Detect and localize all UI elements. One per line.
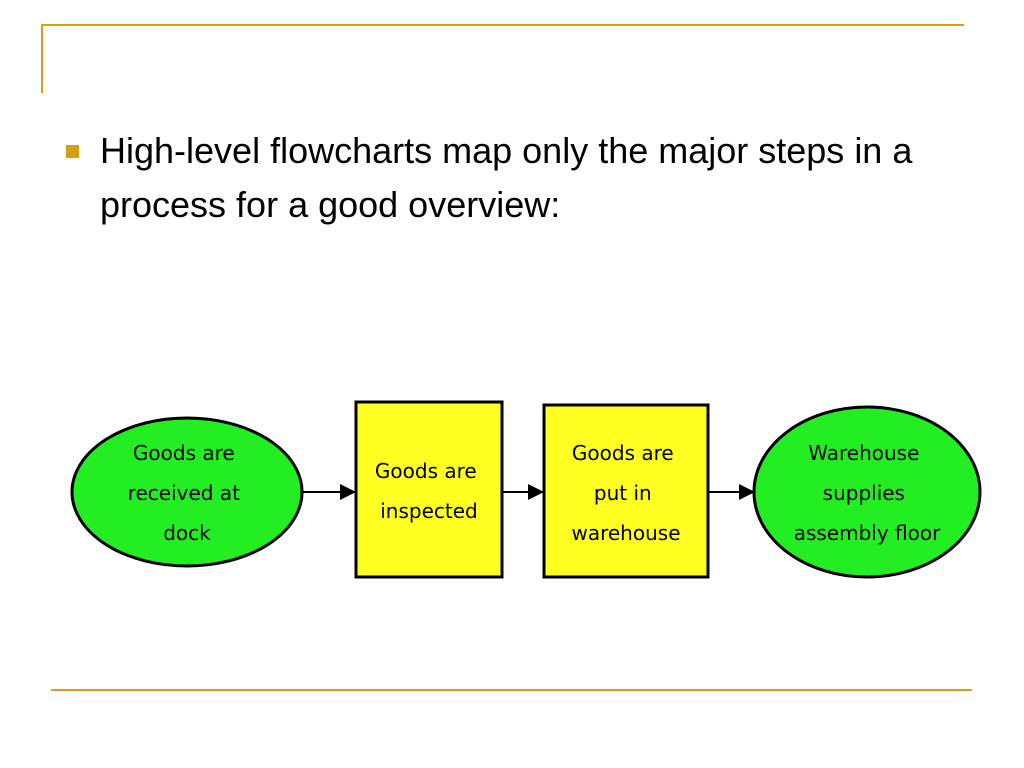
node-goods-warehoused: Goods are put in warehouse bbox=[542, 403, 710, 579]
node-warehouse-supplies-label: Warehouse supplies assembly floor bbox=[794, 441, 941, 545]
node-goods-received-label: Goods are received at dock bbox=[128, 441, 247, 545]
node-goods-inspected-shape bbox=[354, 400, 504, 579]
node-goods-warehoused-label: Goods are put in warehouse bbox=[571, 441, 680, 545]
node-goods-inspected-label: Goods are inspected bbox=[375, 459, 483, 523]
node-goods-warehoused-line-3: warehouse bbox=[571, 521, 680, 545]
node-goods-warehoused-line-1: Goods are bbox=[572, 441, 674, 465]
node-goods-received-shape bbox=[70, 416, 304, 568]
node-goods-inspected: Goods are inspected bbox=[354, 400, 504, 579]
connector-2 bbox=[502, 484, 544, 500]
node-warehouse-supplies-line-2: supplies bbox=[823, 481, 905, 505]
node-goods-inspected-line-2: inspected bbox=[380, 499, 478, 523]
connector-3 bbox=[708, 484, 755, 500]
node-goods-received-line-3: dock bbox=[163, 521, 211, 545]
node-goods-warehoused-shape bbox=[542, 403, 710, 579]
node-warehouse-supplies-line-1: Warehouse bbox=[808, 441, 919, 465]
left-accent-line bbox=[41, 24, 43, 93]
bottom-accent-line bbox=[51, 689, 972, 691]
node-goods-inspected-line-1: Goods are bbox=[375, 459, 477, 483]
node-warehouse-supplies: Warehouse supplies assembly floor bbox=[752, 405, 982, 579]
top-accent-line bbox=[41, 24, 964, 26]
node-goods-received-line-2: received at bbox=[128, 481, 240, 505]
node-goods-received-line-1: Goods are bbox=[133, 441, 235, 465]
node-warehouse-supplies-line-3: assembly floor bbox=[794, 521, 941, 545]
node-goods-received: Goods are received at dock bbox=[70, 416, 304, 568]
node-goods-warehoused-line-2: put in bbox=[594, 481, 652, 505]
bullet-text: High-level flowcharts map only the major… bbox=[100, 130, 913, 225]
node-warehouse-supplies-shape bbox=[752, 405, 982, 579]
bullet-item: High-level flowcharts map only the major… bbox=[64, 124, 924, 232]
connector-1 bbox=[303, 484, 356, 500]
bullet-square-icon bbox=[66, 145, 79, 158]
